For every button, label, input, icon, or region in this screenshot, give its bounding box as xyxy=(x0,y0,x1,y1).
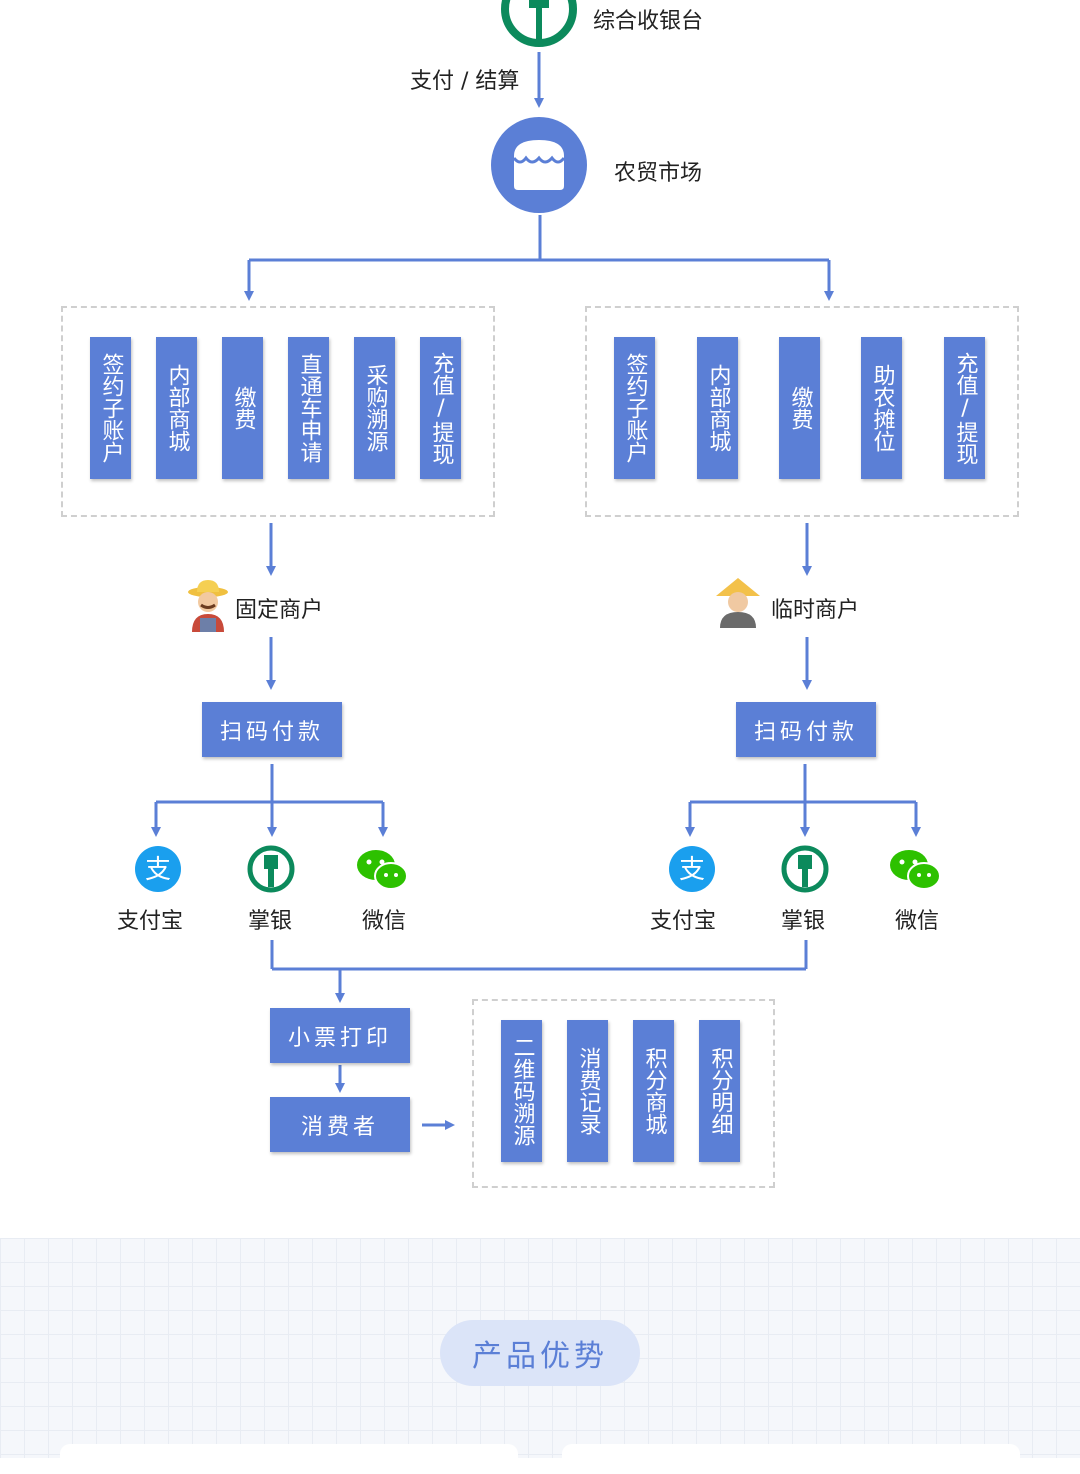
svg-text:支: 支 xyxy=(145,855,171,885)
alipay-label-left: 支付宝 xyxy=(117,909,184,934)
right-item-recharge-withdraw[interactable]: 充值/提现 xyxy=(944,337,985,479)
consumer-service-panel xyxy=(472,999,775,1188)
right-item-payment[interactable]: 缴费 xyxy=(779,337,820,479)
market-label: 农贸市场 xyxy=(614,161,703,186)
market-stall-icon xyxy=(491,117,587,213)
svg-text:支: 支 xyxy=(679,855,705,885)
consumer-box[interactable]: 消费者 xyxy=(270,1097,410,1152)
advantages-section xyxy=(0,1238,1080,1458)
fixed-merchant-label: 固定商户 xyxy=(235,598,324,623)
left-item-purchase-trace[interactable]: 采购溯源 xyxy=(354,337,395,479)
consumer-item-qr-trace[interactable]: 二维码溯源 xyxy=(501,1020,542,1162)
worker-icon xyxy=(716,578,760,628)
consumer-item-points-detail[interactable]: 积分明细 xyxy=(699,1020,740,1162)
alipay-icon: 支 xyxy=(669,846,715,892)
receipt-print-box[interactable]: 小票打印 xyxy=(270,1008,410,1063)
abc-bank-icon xyxy=(781,845,829,893)
consumer-item-records[interactable]: 消费记录 xyxy=(567,1020,608,1162)
scan-pay-button-left[interactable]: 扫码付款 xyxy=(202,702,342,757)
cashier-label: 综合收银台 xyxy=(593,9,704,34)
temporary-merchant-label: 临时商户 xyxy=(771,598,860,623)
farmer-icon xyxy=(188,580,228,632)
wechat-label-right: 微信 xyxy=(895,909,940,934)
consumer-item-points-mall[interactable]: 积分商城 xyxy=(633,1020,674,1162)
advantage-card xyxy=(60,1444,518,1474)
left-item-express-apply[interactable]: 直通车申请 xyxy=(288,337,329,479)
alipay-label-right: 支付宝 xyxy=(650,909,717,934)
abc-bank-icon xyxy=(247,845,295,893)
wechat-label-left: 微信 xyxy=(362,909,407,934)
right-item-internal-mall[interactable]: 内部商城 xyxy=(697,337,738,479)
advantage-card xyxy=(562,1444,1020,1474)
right-service-panel xyxy=(585,306,1019,517)
left-service-panel xyxy=(61,306,495,517)
right-item-sub-account[interactable]: 签约子账户 xyxy=(614,337,655,479)
left-item-recharge-withdraw[interactable]: 充值/提现 xyxy=(420,337,461,479)
left-item-sub-account[interactable]: 签约子账户 xyxy=(90,337,131,479)
alipay-icon: 支 xyxy=(135,846,181,892)
section-title: 产品优势 xyxy=(440,1320,640,1386)
bank-label-left: 掌银 xyxy=(248,909,293,934)
bank-label-right: 掌银 xyxy=(781,909,826,934)
scan-pay-button-right[interactable]: 扫码付款 xyxy=(736,702,876,757)
wechat-icon xyxy=(357,850,408,890)
left-item-payment[interactable]: 缴费 xyxy=(222,337,263,479)
right-item-farm-stall[interactable]: 助农摊位 xyxy=(861,337,902,479)
pay-settle-label: 支付 / 结算 xyxy=(410,69,520,94)
wechat-icon xyxy=(890,850,941,890)
left-item-internal-mall[interactable]: 内部商城 xyxy=(156,337,197,479)
abc-bank-icon xyxy=(501,0,577,47)
